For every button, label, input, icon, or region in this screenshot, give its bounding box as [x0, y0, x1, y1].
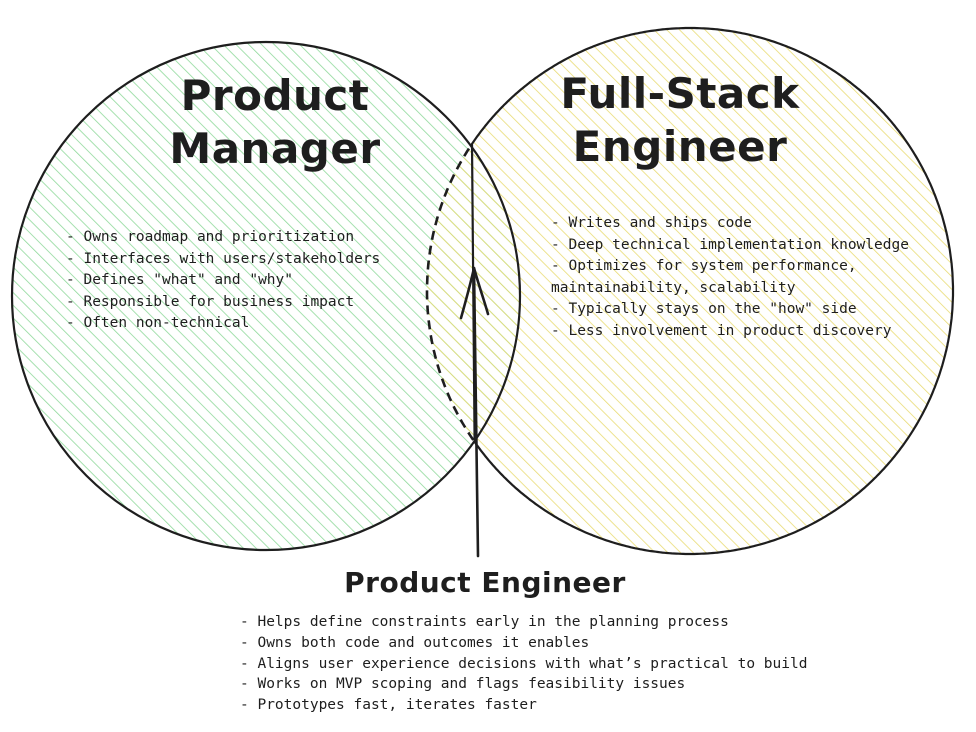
- full-stack-engineer-title-line-1: Full-Stack: [560, 69, 800, 118]
- arrow-icon: [459, 266, 490, 558]
- product-manager-title-line-1: Product: [180, 71, 370, 120]
- full-stack-engineer-bullets: Writes and ships code Deep technical imp…: [551, 213, 909, 342]
- full-stack-engineer-title: Full-Stack Engineer: [545, 68, 815, 173]
- list-item: Helps define constraints early in the pl…: [240, 612, 807, 633]
- list-item: Owns roadmap and prioritization: [66, 227, 380, 249]
- list-item: Optimizes for system performance,: [551, 256, 909, 278]
- full-stack-engineer-circle: [470, 26, 955, 556]
- product-engineer-title: Product Engineer: [344, 566, 626, 599]
- list-item: Aligns user experience decisions with wh…: [240, 654, 807, 675]
- list-item: Works on MVP scoping and flags feasibili…: [240, 674, 807, 695]
- list-item: Writes and ships code: [551, 213, 909, 235]
- product-manager-bullets: Owns roadmap and prioritization Interfac…: [66, 227, 380, 335]
- product-engineer-bullets: Helps define constraints early in the pl…: [240, 612, 807, 716]
- list-item: Interfaces with users/stakeholders: [66, 249, 380, 271]
- full-stack-engineer-title-line-2: Engineer: [572, 121, 788, 171]
- list-item: Defines "what" and "why": [66, 270, 380, 292]
- list-item: Owns both code and outcomes it enables: [240, 633, 807, 654]
- list-item: Less involvement in product discovery: [551, 321, 909, 343]
- list-item: Prototypes fast, iterates faster: [240, 695, 807, 716]
- list-item: Deep technical implementation knowledge: [551, 235, 908, 257]
- list-item: Responsible for business impact: [66, 292, 380, 314]
- list-item: Typically stays on the "how" side: [551, 299, 909, 321]
- product-manager-title: Product Manager: [150, 70, 400, 175]
- full-stack-engineer-circle-fill: [427, 28, 953, 554]
- overlap-dashed-arc: [425, 145, 475, 441]
- product-manager-title-line-2: Manager: [169, 123, 381, 173]
- product-manager-circle: [10, 40, 522, 552]
- list-item: Often non-technical: [66, 313, 380, 335]
- list-item-continuation: maintainability, scalability: [551, 279, 796, 296]
